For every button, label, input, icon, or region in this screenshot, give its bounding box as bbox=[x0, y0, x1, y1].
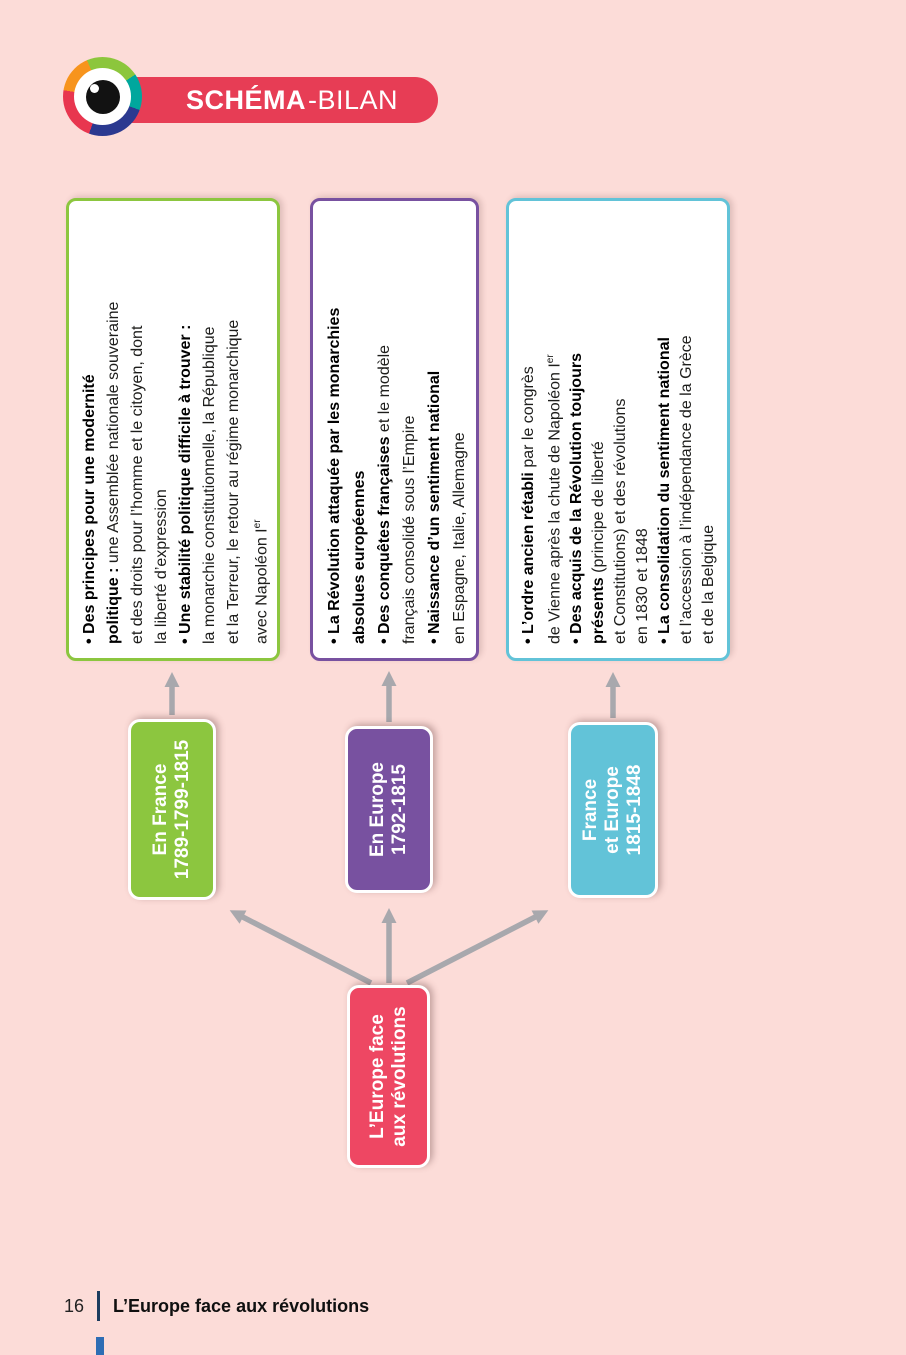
detail-text: par le congrès bbox=[520, 366, 537, 468]
detail-text-bold: présents bbox=[590, 572, 608, 644]
schema-banner: SCHÉMA -BILAN bbox=[102, 77, 438, 123]
eye-glint bbox=[90, 84, 99, 93]
period-node-line: En Europe bbox=[367, 762, 388, 858]
detail-line: et de la Belgique bbox=[698, 215, 720, 644]
detail-text-bold: • Une stabilité politique difficile à tr… bbox=[177, 324, 194, 644]
detail-box-2: • La Révolution attaquée par les monarch… bbox=[310, 198, 479, 661]
detail-line: et l’accession à l’indépendance de la Gr… bbox=[676, 215, 698, 644]
page-number: 16 bbox=[64, 1295, 85, 1316]
detail-text: avec Napoléon I bbox=[253, 528, 271, 644]
detail-line: la liberté d’expression bbox=[150, 215, 174, 644]
detail-line: • Naissance d’un sentiment national bbox=[422, 215, 447, 644]
detail-line: la monarchie constitutionnelle, la Répub… bbox=[198, 215, 222, 644]
footer-divider bbox=[97, 1291, 101, 1321]
detail-text-bold: • Des conquêtes françaises bbox=[376, 432, 393, 644]
detail-line: • Des principes pour une modernité bbox=[78, 215, 102, 644]
flow-arrows bbox=[164, 671, 621, 986]
detail-line: et la Terreur, le retour au régime monar… bbox=[222, 215, 246, 644]
detail-text: er bbox=[545, 354, 556, 364]
detail-text: de Vienne après la chute de Napoléon I bbox=[546, 363, 564, 644]
period-node-line: et Europe bbox=[602, 766, 623, 854]
detail-line: politique : une Assemblée nationale souv… bbox=[102, 215, 126, 644]
detail-text-bold: • L’ordre ancien rétabli bbox=[520, 467, 537, 644]
footer-title: L’Europe face aux révolutions bbox=[113, 1295, 370, 1316]
detail-line: • L’ordre ancien rétabli par le congrès bbox=[518, 215, 540, 644]
detail-text: et de la Belgique bbox=[700, 524, 718, 644]
detail-text: en Espagne, Italie, Allemagne bbox=[451, 432, 468, 644]
detail-text-bold: • Naissance d’un sentiment national bbox=[426, 370, 443, 644]
period-node-line: 1815-1848 bbox=[624, 764, 645, 856]
detail-line: • La consolidation du sentiment national bbox=[654, 215, 676, 644]
detail-line: français consolidé sous l’Empire bbox=[397, 215, 422, 644]
detail-text: et la Terreur, le retour au régime monar… bbox=[225, 319, 242, 644]
period-node-line: 1789-1799-1815 bbox=[172, 739, 193, 880]
detail-line: présents (principe de liberté bbox=[588, 215, 610, 644]
detail-text: et Constitutions) et des révolutions bbox=[612, 398, 630, 644]
detail-text-bold: absolues européennes bbox=[351, 470, 368, 644]
detail-text-bold: • La consolidation du sentiment national bbox=[656, 337, 674, 644]
eye-icon bbox=[63, 57, 142, 136]
detail-text: la monarchie constitutionnelle, la Répub… bbox=[201, 326, 218, 644]
detail-text: et des droits pour l’homme et le citoyen… bbox=[129, 325, 146, 644]
detail-text: en 1830 et 1848 bbox=[634, 528, 652, 644]
detail-line: • La Révolution attaquée par les monarch… bbox=[322, 215, 347, 644]
detail-text: er bbox=[252, 519, 263, 529]
root-node-line: L’Europe face bbox=[366, 1014, 388, 1139]
detail-line: et Constitutions) et des révolutions bbox=[610, 215, 632, 644]
detail-text-bold: • Des principes pour une modernité bbox=[81, 374, 98, 644]
detail-line: avec Napoléon Ier bbox=[246, 215, 274, 644]
detail-line: en Espagne, Italie, Allemagne bbox=[447, 215, 472, 644]
detail-text-bold: • Des acquis de la Révolution toujours bbox=[568, 353, 586, 644]
detail-text-bold: politique : bbox=[105, 563, 122, 644]
detail-line: et des droits pour l’homme et le citoyen… bbox=[126, 215, 150, 644]
detail-line: • Des conquêtes françaises et le modèle bbox=[372, 215, 397, 644]
detail-text: une Assemblée nationale souveraine bbox=[105, 301, 122, 564]
page-edge-tab bbox=[96, 1337, 104, 1355]
detail-text: (principe de liberté bbox=[590, 441, 608, 573]
banner-title-sub: -BILAN bbox=[308, 84, 399, 115]
detail-line: • Une stabilité politique difficile à tr… bbox=[174, 215, 198, 644]
page-footer: 16 L’Europe face aux révolutions bbox=[64, 1291, 369, 1321]
period-node-line: En France bbox=[150, 763, 171, 856]
detail-line: en 1830 et 1848 bbox=[632, 215, 654, 644]
root-node-line: aux révolutions bbox=[388, 1006, 410, 1147]
detail-text: la liberté d’expression bbox=[153, 489, 170, 644]
detail-line: de Vienne après la chute de Napoléon Ier bbox=[540, 215, 566, 644]
detail-text: et l’accession à l’indépendance de la Gr… bbox=[678, 335, 696, 644]
detail-text-bold: • La Révolution attaquée par les monarch… bbox=[326, 307, 343, 644]
detail-text: et le modèle bbox=[376, 344, 393, 433]
detail-text: français consolidé sous l’Empire bbox=[401, 415, 418, 644]
period-node-line: 1792-1815 bbox=[389, 764, 410, 855]
detail-line: • Des acquis de la Révolution toujours bbox=[566, 215, 588, 644]
detail-line: absolues européennes bbox=[347, 215, 372, 644]
banner-title-main: SCHÉMA bbox=[186, 84, 307, 115]
period-node-line: France bbox=[580, 778, 601, 842]
